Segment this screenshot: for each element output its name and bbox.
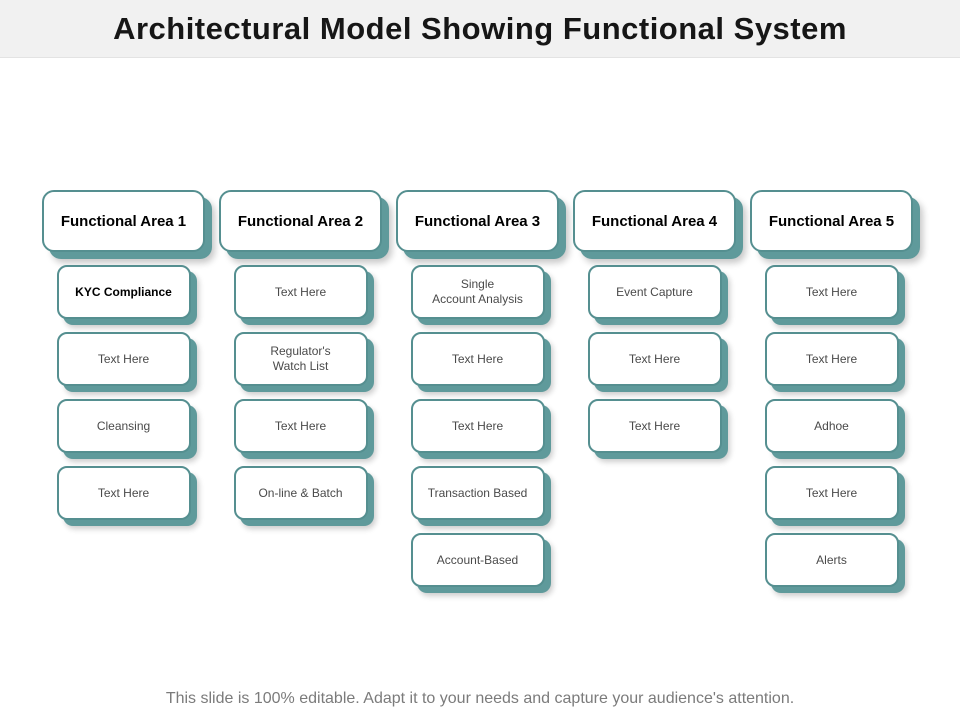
functional-area-header-label: Functional Area 1: [60, 212, 187, 230]
function-item-label: Text Here: [805, 284, 858, 299]
function-item-box: KYC Compliance: [56, 265, 191, 319]
function-item-box: Event Capture: [587, 265, 722, 319]
function-item-label: Single Account Analysis: [432, 277, 523, 306]
function-item-box: Text Here: [233, 265, 368, 319]
function-item-label: On-line & Batch: [258, 485, 343, 500]
functional-area-header-label: Functional Area 4: [591, 212, 718, 230]
function-item-box: Text Here: [587, 399, 722, 453]
function-item-box: Account-Based: [410, 533, 545, 587]
function-item-box: Regulator's Watch List: [233, 332, 368, 386]
functional-area-header-label: Functional Area 3: [414, 212, 541, 230]
functional-area-header-box: Functional Area 2: [219, 190, 382, 252]
function-item-label: Regulator's Watch List: [270, 344, 331, 373]
functional-area-column-2: Functional Area 2 Text Here Regulator's …: [219, 190, 382, 600]
function-item-label: Text Here: [97, 485, 150, 500]
function-item-box: On-line & Batch: [233, 466, 368, 520]
function-item-label: Text Here: [451, 418, 504, 433]
function-item-label: Text Here: [274, 284, 327, 299]
function-item-label: Text Here: [628, 351, 681, 366]
functional-area-header-label: Functional Area 2: [237, 212, 364, 230]
functional-area-header-box: Functional Area 5: [750, 190, 913, 252]
function-item-box: Text Here: [410, 399, 545, 453]
function-item-label: Text Here: [274, 418, 327, 433]
function-item-label: Adhoe: [814, 418, 849, 433]
function-item-box: Cleansing: [56, 399, 191, 453]
functional-area-header-box: Functional Area 4: [573, 190, 736, 252]
function-item-label: Text Here: [451, 351, 504, 366]
function-item-label: Text Here: [97, 351, 150, 366]
function-item-label: KYC Compliance: [75, 284, 172, 299]
functional-area-column-3: Functional Area 3 Single Account Analysi…: [396, 190, 559, 600]
functional-area-column-1: Functional Area 1 KYC Compliance Text He…: [42, 190, 205, 600]
footer: This slide is 100% editable. Adapt it to…: [0, 690, 960, 708]
function-item-box: Text Here: [56, 466, 191, 520]
functional-areas-diagram: Functional Area 1 KYC Compliance Text He…: [42, 190, 918, 600]
function-item-box: Text Here: [764, 265, 899, 319]
footer-note: This slide is 100% editable. Adapt it to…: [165, 690, 795, 707]
function-item-box: Text Here: [410, 332, 545, 386]
functional-area-column-4: Functional Area 4 Event Capture Text Her…: [573, 190, 736, 600]
function-item-label: Event Capture: [616, 284, 693, 299]
function-item-box: Alerts: [764, 533, 899, 587]
function-item-label: Text Here: [805, 485, 858, 500]
function-item-label: Cleansing: [96, 418, 151, 433]
functional-area-header-box: Functional Area 1: [42, 190, 205, 252]
function-item-box: Text Here: [587, 332, 722, 386]
functional-area-column-5: Functional Area 5 Text Here Text Here Ad…: [750, 190, 913, 600]
functional-area-header-label: Functional Area 5: [768, 212, 895, 230]
function-item-box: Transaction Based: [410, 466, 545, 520]
page-title: Architectural Model Showing Functional S…: [113, 10, 847, 46]
function-item-label: Account-Based: [436, 552, 519, 567]
title-band: Architectural Model Showing Functional S…: [0, 0, 960, 58]
function-item-box: Text Here: [56, 332, 191, 386]
function-item-label: Text Here: [805, 351, 858, 366]
function-item-box: Single Account Analysis: [410, 265, 545, 319]
function-item-box: Text Here: [233, 399, 368, 453]
function-item-label: Text Here: [628, 418, 681, 433]
function-item-label: Alerts: [816, 552, 847, 567]
function-item-box: Adhoe: [764, 399, 899, 453]
functional-area-header-box: Functional Area 3: [396, 190, 559, 252]
function-item-box: Text Here: [764, 466, 899, 520]
function-item-box: Text Here: [764, 332, 899, 386]
function-item-label: Transaction Based: [427, 485, 528, 500]
